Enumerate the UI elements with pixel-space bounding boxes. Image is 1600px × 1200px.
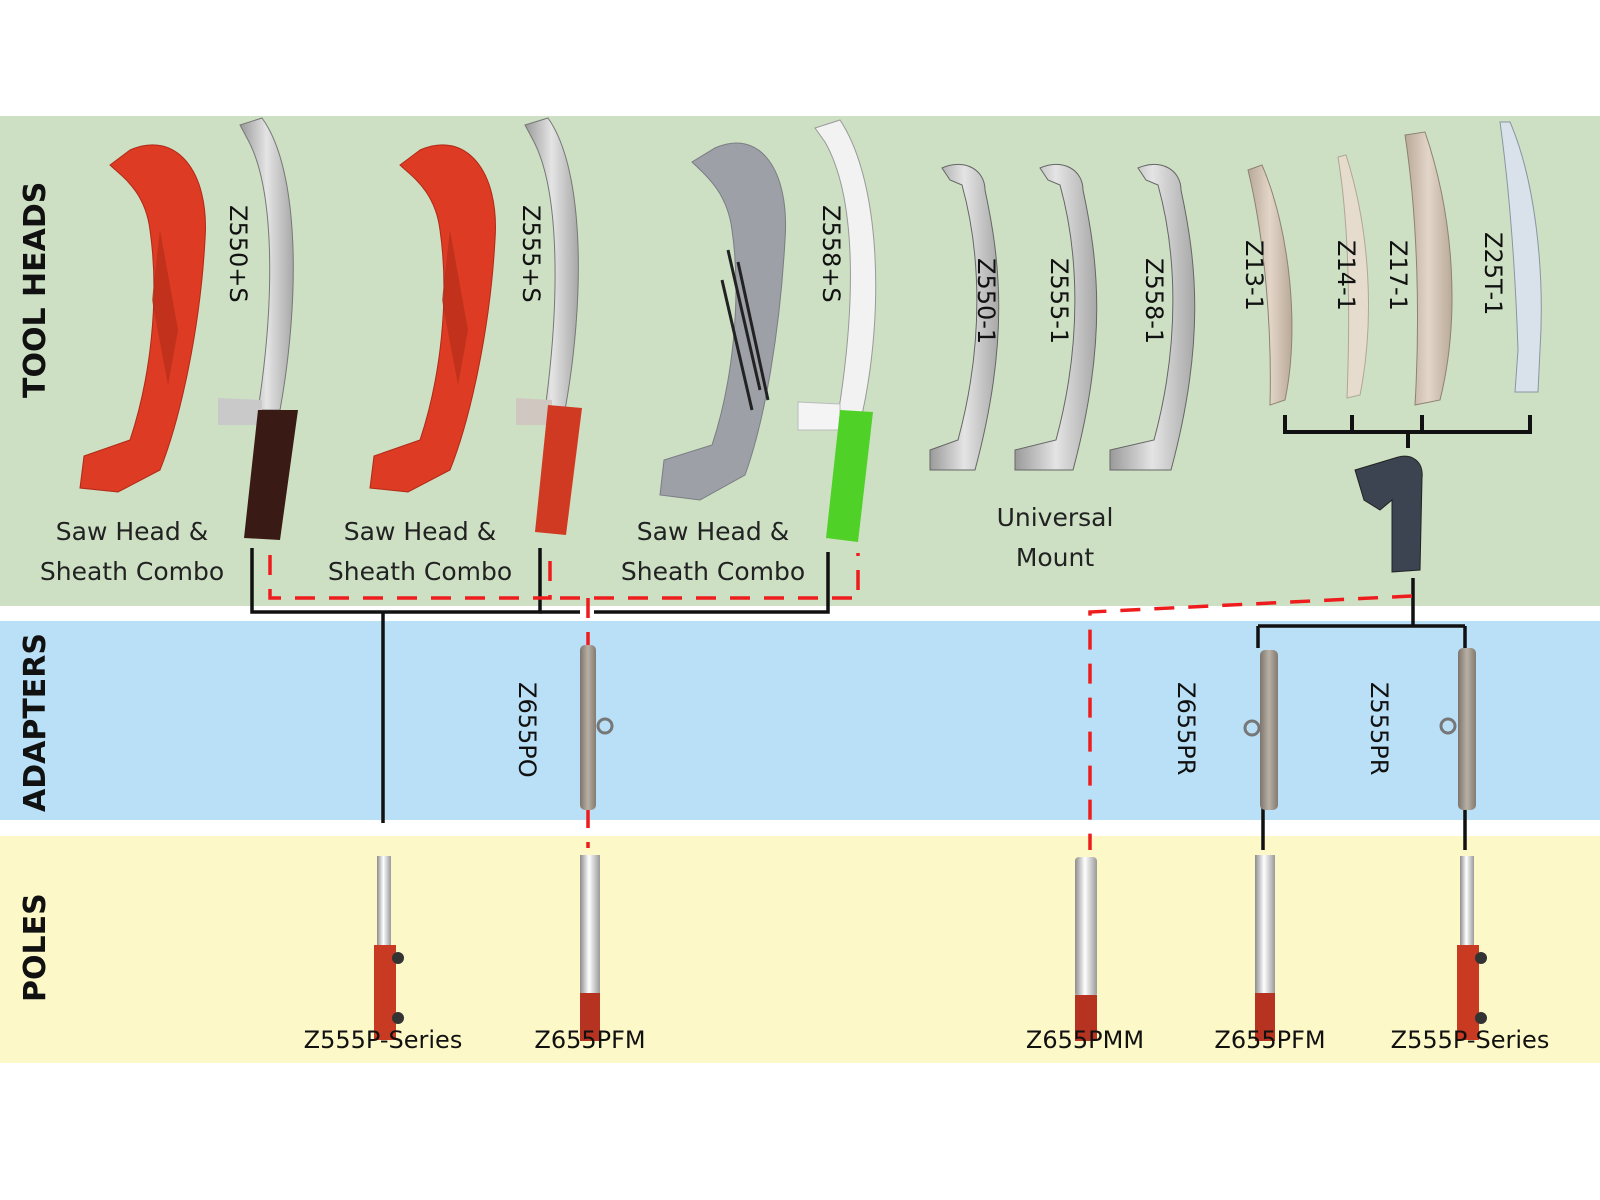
model-label-z558s: Z558+S [817,205,845,303]
saw-blade-tang [516,398,552,425]
blade-z558-1[interactable] [1109,163,1196,471]
model-label-z14-1: Z14-1 [1332,240,1360,311]
model-label-z25t-1: Z25T-1 [1479,232,1507,316]
saw-handle-icon [826,410,873,542]
pole-label-z655pfm-left: Z655PFM [534,1026,646,1054]
caption-line: Sheath Combo [620,557,806,586]
caption-line: Saw Head & [55,517,209,546]
model-label-z17-1: Z17-1 [1384,240,1412,311]
sheath-graphic [720,249,770,411]
blade-z14-1[interactable] [1337,154,1369,399]
adapter-label-z555pr: Z555PR [1365,682,1393,776]
saw-blade-tang [797,401,841,431]
sheath-slot [442,230,468,385]
adapter-z655pr[interactable] [1243,650,1278,810]
caption-line: Sheath Combo [327,557,513,586]
caption-line: Saw Head & [636,517,790,546]
model-label-z550-1: Z550-1 [972,258,1000,345]
combo-z555s[interactable] [369,117,582,535]
saw-blade-tang [218,398,262,425]
blade-z555-1[interactable] [1014,163,1098,471]
pole-label-z555p-series-left: Z555P-Series [303,1026,463,1054]
dashed-connectors [268,553,1413,850]
combo-caption-2: Saw Head & Sheath Combo [320,512,520,592]
solid-connectors [250,548,1467,850]
adapter-label-z655po: Z655PO [513,682,541,778]
red-sheath-icon [79,144,206,493]
caption-line: Universal [996,503,1114,532]
pole-label-z555p-series-right: Z555P-Series [1390,1026,1550,1054]
universal-mount-caption: Universal Mount [975,498,1135,578]
combo-z558s[interactable] [659,119,877,542]
pole-z655pfm-left[interactable] [580,855,600,1041]
pole-label-z655pmm: Z655PMM [1025,1026,1145,1054]
pole-z555p-series-left[interactable] [374,856,404,1040]
pole-z655pmm[interactable] [1075,857,1097,1041]
model-label-z558-1: Z558-1 [1140,258,1168,345]
gray-sheath-icon [659,142,787,501]
blade-z550-1[interactable] [929,163,1000,471]
adapters-band [0,621,1600,820]
pole-z555p-series-right[interactable] [1457,856,1487,1040]
caption-line: Mount [1015,543,1095,572]
adapter-z655po[interactable] [580,645,614,810]
caption-line: Saw Head & [343,517,497,546]
saw-handle-icon [244,410,298,540]
blade-z13-1[interactable] [1247,164,1293,406]
adapter-z555pr[interactable] [1439,648,1476,810]
sheath-slot [152,230,178,385]
blade-z25t-1[interactable] [1499,121,1542,393]
saw-handle-icon [535,405,582,535]
model-label-z13-1: Z13-1 [1240,240,1268,311]
combo-caption-3: Saw Head & Sheath Combo [613,512,813,592]
combo-z550s[interactable] [79,117,298,540]
pole-z655pfm-right[interactable] [1255,855,1275,1041]
caption-line: Sheath Combo [39,557,225,586]
blade-z17-1[interactable] [1404,131,1453,406]
universal-mount-adapter[interactable] [1354,455,1423,573]
model-label-z550s: Z550+S [224,205,252,303]
model-label-z555-1: Z555-1 [1045,258,1073,345]
model-label-z555s: Z555+S [517,205,545,303]
combo-caption-1: Saw Head & Sheath Combo [32,512,232,592]
pole-label-z655pfm-right: Z655PFM [1214,1026,1326,1054]
poles-band [0,836,1600,1063]
adapter-label-z655pr: Z655PR [1172,682,1200,776]
small-blade-bracket [1283,415,1532,448]
red-sheath-icon [369,144,496,493]
